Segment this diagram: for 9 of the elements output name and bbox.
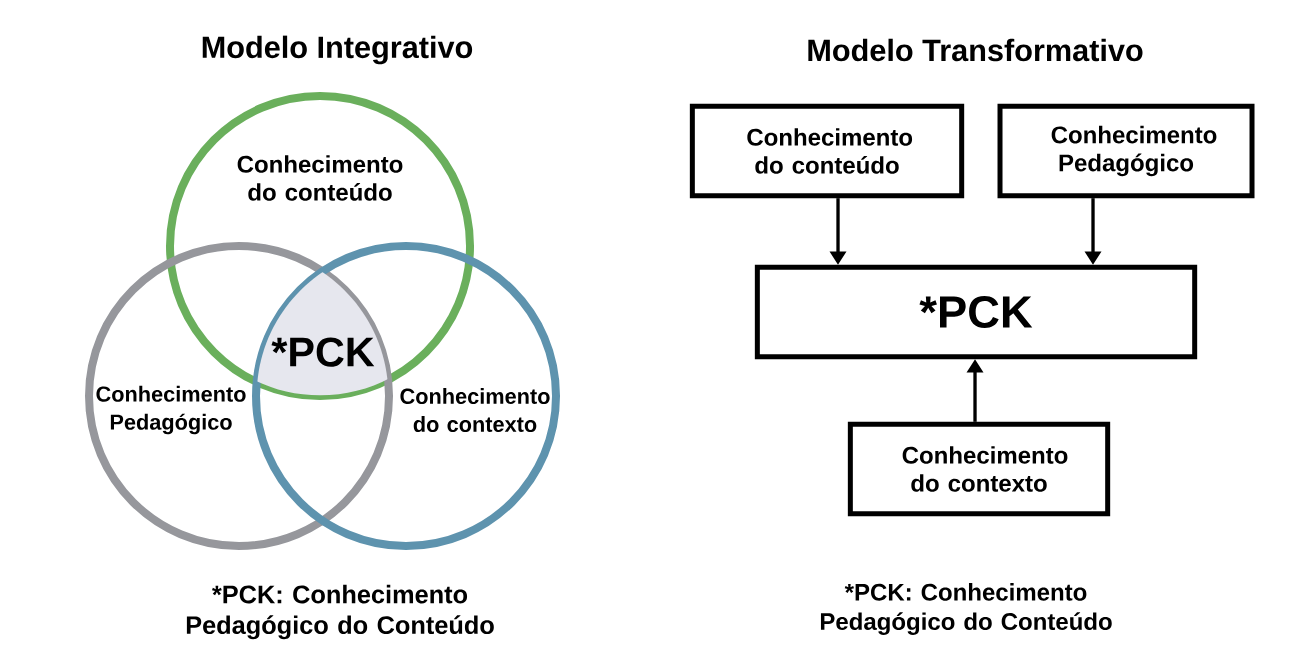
text-box: Conhecimento do conteúdo bbox=[689, 103, 965, 199]
text-box: *PCK bbox=[754, 264, 1198, 360]
text-box: Conhecimento Pedagógico bbox=[997, 103, 1255, 199]
heading: Modelo Transformativo bbox=[808, 38, 1143, 62]
overlap-region: *PCK bbox=[271, 337, 375, 367]
caption: *PCK: Conhecimento Pedagógico do Conteúdo bbox=[186, 584, 494, 640]
caption: *PCK: Conhecimento Pedagógico do Conteúdo bbox=[820, 583, 1112, 635]
heading: Modelo Integrativo bbox=[202, 35, 473, 65]
text-box: Conhecimento do contexto bbox=[847, 421, 1111, 517]
